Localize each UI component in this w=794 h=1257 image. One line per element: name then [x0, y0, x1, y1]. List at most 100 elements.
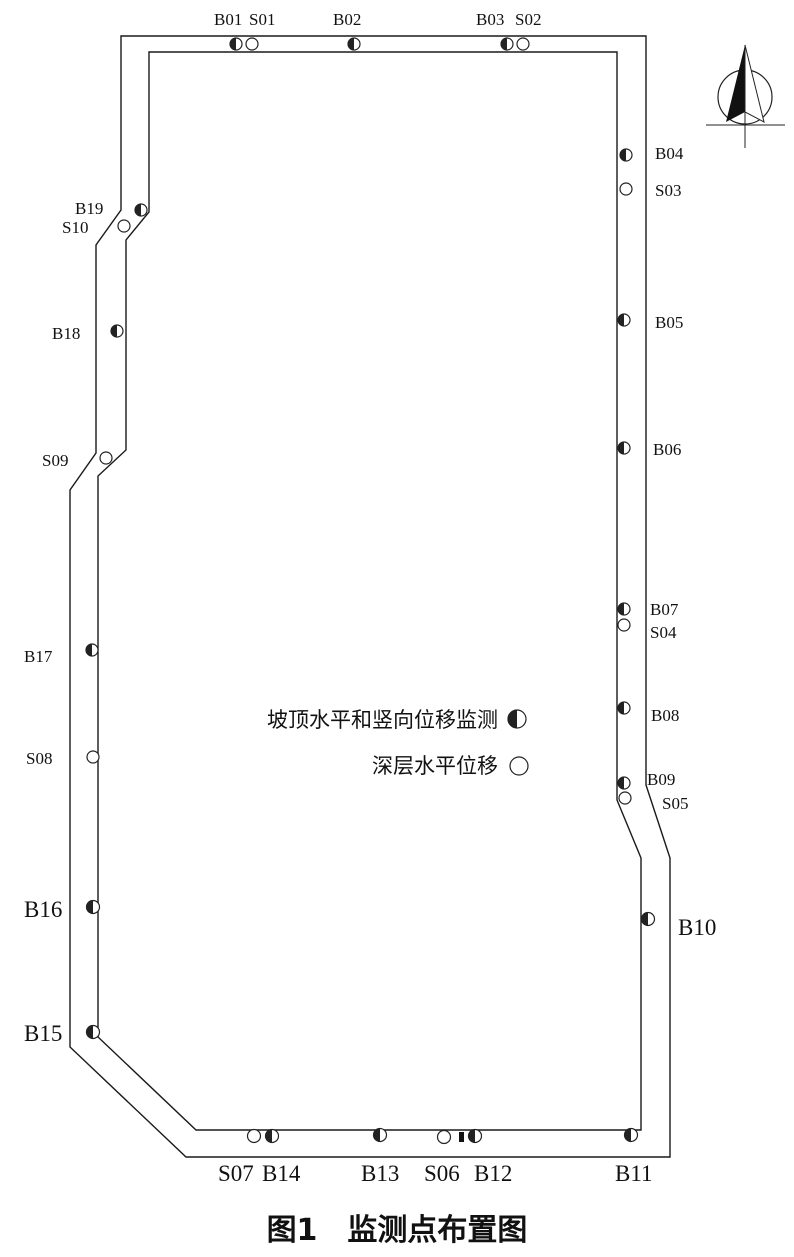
- point-label-S04: S04: [650, 623, 677, 642]
- surface-marker-fill: [230, 38, 236, 50]
- surface-marker-fill: [618, 603, 624, 615]
- surface-marker-fill: [135, 204, 141, 216]
- point-S06: S06: [424, 1129, 460, 1186]
- point-label-S01: S01: [249, 10, 275, 29]
- point-label-S03: S03: [655, 181, 681, 200]
- point-label-B01: B01: [214, 10, 242, 29]
- point-B12: B12: [467, 1128, 512, 1186]
- point-S09: S09: [42, 451, 113, 470]
- pit-outer-boundary: [69, 35, 671, 1158]
- point-B05: B05: [617, 313, 683, 332]
- point-label-B13: B13: [361, 1161, 399, 1186]
- point-label-S02: S02: [515, 10, 541, 29]
- point-B15: B15: [24, 1021, 101, 1046]
- deep-marker-icon: [245, 37, 259, 51]
- point-B19: B19: [75, 199, 148, 218]
- surface-marker-fill: [373, 1128, 380, 1142]
- point-S03: S03: [619, 181, 681, 200]
- point-label-B07: B07: [650, 600, 679, 619]
- deep-marker-icon: [436, 1129, 452, 1145]
- point-B01: B01: [214, 10, 243, 51]
- legend-surface-label: 坡顶水平和竖向位移监测: [267, 708, 498, 732]
- point-label-B12: B12: [474, 1161, 512, 1186]
- point-label-B16: B16: [24, 897, 62, 922]
- point-B10: B10: [640, 911, 716, 940]
- stray-mark: [459, 1132, 464, 1142]
- north-arrow-icon: [706, 44, 785, 148]
- point-label-B17: B17: [24, 647, 53, 666]
- surface-marker-fill: [348, 38, 354, 50]
- surface-marker-fill: [624, 1128, 631, 1142]
- surface-marker-fill: [265, 1129, 272, 1143]
- point-S04: S04: [617, 618, 677, 642]
- point-B08: B08: [617, 701, 679, 725]
- point-label-B03: B03: [476, 10, 504, 29]
- point-B18: B18: [52, 324, 124, 343]
- deep-marker-icon: [99, 451, 113, 465]
- point-S05: S05: [618, 791, 688, 813]
- legend: 坡顶水平和竖向位移监测 深层水平位移: [267, 708, 529, 778]
- point-label-S08: S08: [26, 749, 52, 768]
- point-B11: B11: [615, 1127, 653, 1186]
- point-B04: B04: [619, 144, 684, 163]
- legend-deep-label: 深层水平位移: [372, 754, 498, 778]
- point-label-B08: B08: [651, 706, 679, 725]
- deep-marker-icon: [618, 791, 632, 805]
- surface-marker-fill: [618, 702, 624, 714]
- surface-marker-fill: [508, 710, 517, 728]
- surface-marker-fill: [86, 1025, 93, 1039]
- point-label-B15: B15: [24, 1021, 62, 1046]
- point-B06: B06: [617, 440, 681, 459]
- deep-marker-icon: [619, 182, 633, 196]
- point-label-B02: B02: [333, 10, 361, 29]
- point-label-S10: S10: [62, 218, 88, 237]
- point-label-B09: B09: [647, 770, 675, 789]
- deep-marker-icon: [117, 219, 131, 233]
- point-label-S07: S07: [218, 1161, 254, 1186]
- surface-marker-fill: [618, 314, 624, 326]
- point-label-S05: S05: [662, 794, 688, 813]
- point-B03: B03: [476, 10, 514, 51]
- point-label-B19: B19: [75, 199, 103, 218]
- point-B09: B09: [617, 770, 675, 790]
- pit-inner-boundary: [97, 51, 642, 1131]
- point-label-B04: B04: [655, 144, 684, 163]
- surface-marker-fill: [468, 1129, 475, 1143]
- point-label-S06: S06: [424, 1161, 460, 1186]
- point-label-B18: B18: [52, 324, 80, 343]
- surface-marker-fill: [618, 442, 624, 454]
- point-B14: B14: [262, 1128, 301, 1186]
- surface-marker-fill: [86, 900, 93, 914]
- point-label-B11: B11: [615, 1161, 653, 1186]
- legend-deep-symbol: [509, 756, 529, 776]
- point-label-B06: B06: [653, 440, 681, 459]
- deep-marker-icon: [516, 37, 530, 51]
- point-B17: B17: [24, 643, 99, 666]
- surface-marker-fill: [641, 912, 648, 926]
- point-S01: S01: [245, 10, 275, 51]
- point-S10: S10: [62, 218, 131, 237]
- figure-caption: 图1 监测点布置图: [267, 1213, 528, 1248]
- surface-marker-fill: [618, 777, 624, 789]
- deep-marker-icon: [86, 750, 100, 764]
- deep-marker-icon: [246, 1128, 262, 1144]
- point-S07: S07: [218, 1128, 262, 1186]
- point-B13: B13: [361, 1127, 399, 1186]
- point-B02: B02: [333, 10, 361, 51]
- point-label-S09: S09: [42, 451, 68, 470]
- surface-marker-fill: [620, 149, 626, 161]
- point-B16: B16: [24, 897, 101, 922]
- point-label-B10: B10: [678, 915, 716, 940]
- point-label-B05: B05: [655, 313, 683, 332]
- point-label-B14: B14: [262, 1161, 301, 1186]
- surface-marker-fill: [501, 38, 507, 50]
- surface-marker-fill: [111, 325, 117, 337]
- point-S08: S08: [26, 749, 100, 768]
- legend-surface-symbol: [507, 709, 527, 729]
- deep-marker-icon: [509, 756, 529, 776]
- point-B07: B07: [617, 600, 679, 619]
- surface-marker-fill: [86, 644, 92, 656]
- point-S02: S02: [515, 10, 541, 51]
- deep-marker-icon: [617, 618, 631, 632]
